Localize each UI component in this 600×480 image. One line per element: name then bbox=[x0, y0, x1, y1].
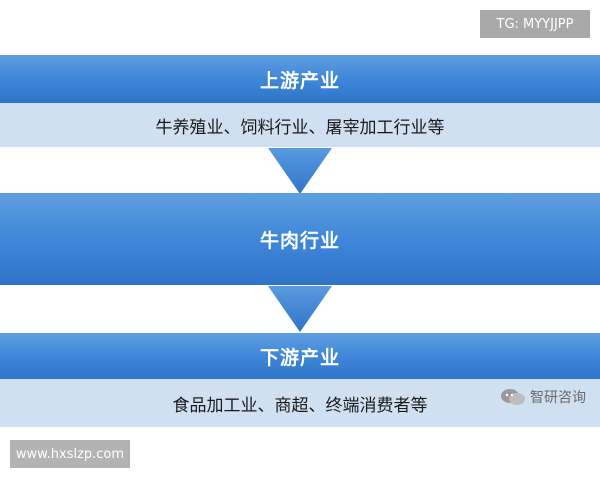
down-arrow-icon bbox=[268, 148, 332, 194]
downstream-desc-bar: 食品加工业、商超、终端消费者等 bbox=[0, 379, 600, 427]
watermark: 智研咨询 bbox=[500, 385, 586, 409]
wechat-icon bbox=[501, 389, 525, 405]
upstream-band: 上游产业 bbox=[0, 55, 600, 103]
footer-tag-text: www.hxslzp.com bbox=[15, 446, 125, 462]
header-tag: TG: MYYJJPP bbox=[480, 10, 590, 38]
header-tag-text: TG: MYYJJPP bbox=[496, 16, 574, 32]
upstream-desc-bar: 牛养殖业、饲料行业、屠宰加工行业等 bbox=[0, 103, 600, 147]
downstream-title: 下游产业 bbox=[259, 346, 340, 369]
upstream-desc: 牛养殖业、饲料行业、屠宰加工行业等 bbox=[155, 117, 445, 138]
down-arrow-icon bbox=[268, 286, 332, 332]
upstream-title: 上游产业 bbox=[259, 69, 340, 92]
watermark-text: 智研咨询 bbox=[530, 390, 586, 406]
downstream-desc: 食品加工业、商超、终端消费者等 bbox=[172, 395, 428, 416]
downstream-band: 下游产业 bbox=[0, 333, 600, 379]
beef-industry-title: 牛肉行业 bbox=[259, 229, 340, 252]
beef-industry-band: 牛肉行业 bbox=[0, 193, 600, 285]
footer-tag: www.hxslzp.com bbox=[10, 440, 130, 468]
